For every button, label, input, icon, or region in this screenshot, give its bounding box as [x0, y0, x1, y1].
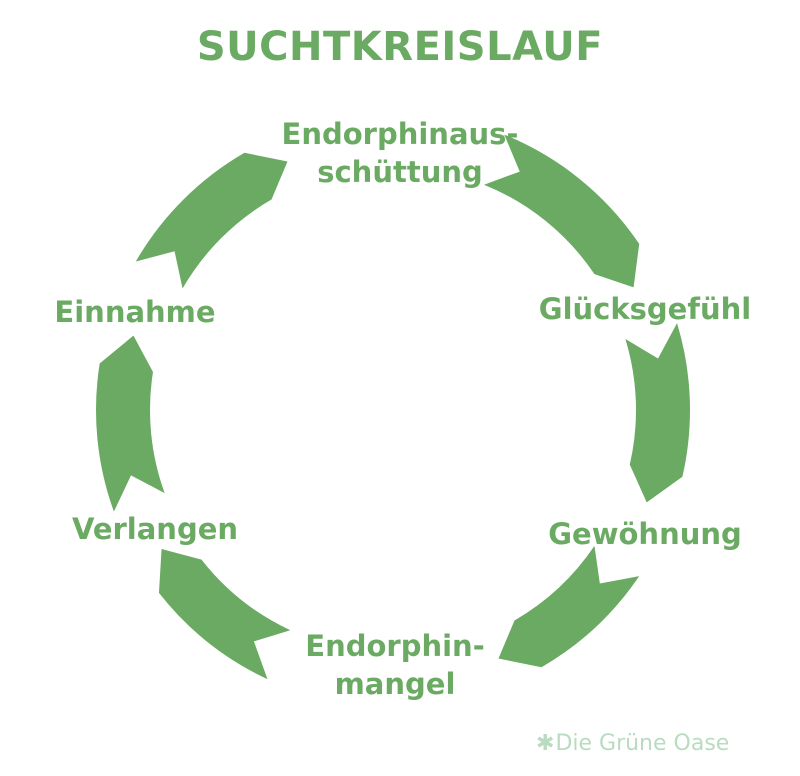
stage-endorphin-release: Endorphinaus- schüttung: [270, 115, 530, 191]
cycle-arrow-1: [484, 134, 640, 288]
stage-endorphin-deficit: Endorphin- mangel: [280, 627, 510, 703]
cycle-arrow-5: [95, 335, 165, 512]
stage-intake: Einnahme: [54, 295, 216, 329]
cycle-arrow-6: [135, 152, 288, 289]
stage-craving: Verlangen: [71, 512, 239, 546]
stage-label-line: schüttung: [317, 155, 483, 189]
cannabis-leaf-icon: ✱: [536, 731, 555, 756]
stage-label-line: Endorphin-: [305, 629, 485, 663]
cycle-arrow-2: [625, 323, 690, 503]
cycle-arrow-3: [498, 545, 640, 668]
diagram-title: SUCHTKREISLAUF: [196, 24, 604, 70]
brand-logo: ✱Die Grüne Oase: [536, 731, 729, 756]
stage-label-line: mangel: [334, 667, 456, 701]
cycle-arrow-4: [158, 549, 291, 680]
logo-text: Die Grüne Oase: [555, 731, 730, 756]
stage-happiness: Glücksgefühl: [538, 292, 752, 326]
stage-habituation: Gewöhnung: [548, 517, 742, 551]
stage-label-line: Endorphinaus-: [281, 117, 519, 151]
